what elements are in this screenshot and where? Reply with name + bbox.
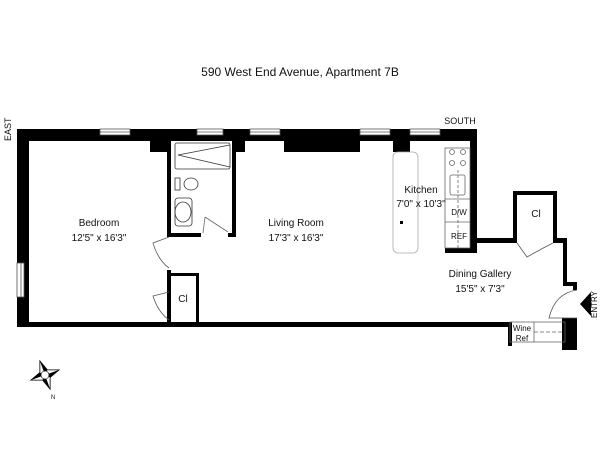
- dishwasher-label: D/W: [451, 208, 467, 217]
- wine-ref-label-1: Wine: [513, 324, 532, 333]
- east-label: EAST: [3, 117, 13, 141]
- refrigerator-label: REF: [451, 232, 467, 241]
- wine-ref-label-2: Ref: [516, 334, 529, 343]
- dining-gallery-size: 15'5" x 7'3": [455, 284, 505, 295]
- plan-title: 590 West End Avenue, Apartment 7B: [201, 65, 399, 79]
- kitchen-island: [392, 151, 419, 254]
- bathroom-fixtures: [174, 142, 231, 234]
- living-room-size: 17'3" x 16'3": [269, 233, 324, 244]
- kitchen-fixtures: [392, 147, 566, 343]
- bedroom-closet-label: Cl: [178, 294, 187, 305]
- compass-north-label: N: [51, 395, 55, 401]
- windows: [16, 128, 441, 298]
- entry-arrow-icon: [580, 292, 591, 316]
- entry-label: ENTRY: [590, 290, 599, 318]
- entry-closet-label: Cl: [531, 209, 540, 220]
- south-label: SOUTH: [444, 116, 476, 126]
- kitchen-name: Kitchen: [404, 185, 437, 196]
- bedroom-size: 12'5" x 16'3": [72, 233, 127, 244]
- compass-icon: [29, 359, 61, 391]
- living-room-name: Living Room: [268, 218, 324, 229]
- dining-gallery-name: Dining Gallery: [449, 269, 512, 280]
- kitchen-size: 7'0" x 10'3": [396, 199, 446, 210]
- doors: [152, 236, 578, 321]
- bedroom-name: Bedroom: [79, 218, 120, 229]
